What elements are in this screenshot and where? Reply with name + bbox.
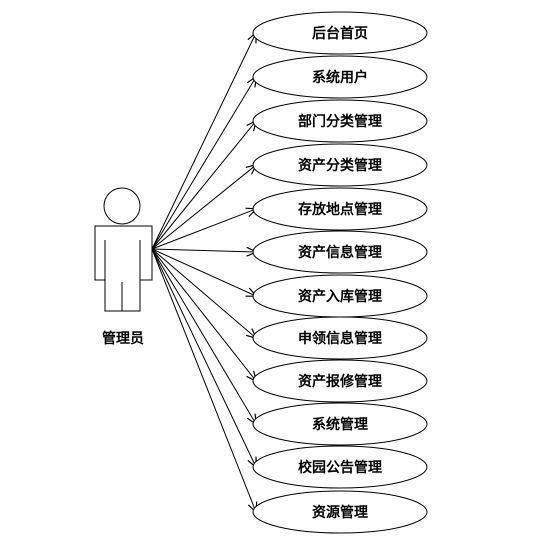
use-case: 申领信息管理: [252, 316, 428, 360]
use-case-label: 资源管理: [312, 504, 368, 521]
association-line: [151, 165, 256, 250]
use-case-label: 资产入库管理: [298, 288, 382, 305]
association-line: [151, 248, 256, 381]
use-case-oval: [252, 402, 428, 446]
use-case-oval: [252, 445, 428, 489]
association-line: [151, 249, 256, 252]
use-case: 校园公告管理: [252, 445, 428, 489]
use-case: 资产入库管理: [252, 274, 428, 318]
use-case: 资产信息管理: [252, 230, 428, 274]
associations: [151, 33, 256, 512]
use-case-oval: [252, 359, 428, 403]
association-line: [151, 248, 256, 512]
association-line: [151, 209, 256, 250]
use-case-oval: [252, 187, 428, 231]
use-case-label: 申领信息管理: [298, 330, 382, 347]
association-line: [151, 248, 256, 338]
use-case-label: 后台首页: [312, 25, 368, 42]
association-line: [151, 33, 256, 250]
use-case-oval: [252, 230, 428, 274]
use-case-label: 资产信息管理: [298, 244, 382, 261]
use-case: 资产报修管理: [252, 359, 428, 403]
actor-body: [94, 225, 153, 312]
use-case-label: 系统用户: [312, 69, 368, 86]
actor-figure: [94, 187, 153, 312]
use-case: 后台首页: [252, 11, 428, 55]
use-case-oval: [252, 11, 428, 55]
use-case-label: 资产报修管理: [298, 373, 382, 390]
use-case-oval: [252, 490, 428, 534]
actor-label: 管理员: [102, 330, 144, 347]
use-case: 存放地点管理: [252, 187, 428, 231]
use-case: 部门分类管理: [252, 99, 428, 143]
use-case-label: 资产分类管理: [298, 157, 382, 174]
use-case-label: 存放地点管理: [298, 201, 382, 218]
use-case-oval: [252, 143, 428, 187]
use-case-label: 系统管理: [312, 416, 368, 433]
use-case: 资产分类管理: [252, 143, 428, 187]
association-line: [151, 248, 256, 424]
use-case-label: 校园公告管理: [298, 459, 382, 476]
use-case-oval: [252, 99, 428, 143]
use-case-label: 部门分类管理: [298, 113, 382, 130]
association-line: [151, 121, 256, 250]
association-line: [151, 77, 256, 250]
use-case-oval: [252, 316, 428, 360]
actor-head: [103, 187, 141, 225]
association-line: [151, 248, 256, 467]
use-case: 资源管理: [252, 490, 428, 534]
association-line: [151, 248, 256, 296]
use-case: 系统用户: [252, 55, 428, 99]
use-case-oval: [252, 55, 428, 99]
use-cases: 后台首页系统用户部门分类管理资产分类管理存放地点管理资产信息管理资产入库管理申领…: [252, 11, 428, 534]
use-case: 系统管理: [252, 402, 428, 446]
